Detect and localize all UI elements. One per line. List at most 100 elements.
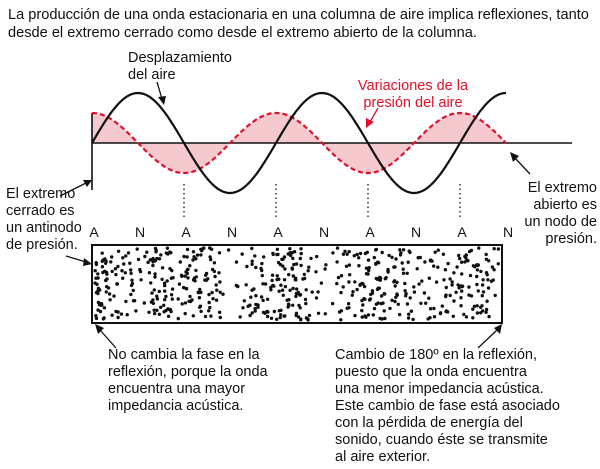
air-molecule xyxy=(153,272,157,276)
air-molecule xyxy=(124,299,128,304)
air-molecule xyxy=(154,250,158,254)
air-molecule xyxy=(241,306,245,310)
air-molecule xyxy=(192,276,197,280)
air-molecule xyxy=(390,298,394,302)
air-molecule xyxy=(218,315,222,320)
air-molecule xyxy=(206,277,210,281)
air-molecule xyxy=(185,247,190,252)
air-molecule xyxy=(424,301,428,305)
air-molecule xyxy=(403,281,407,286)
air-molecule xyxy=(185,255,189,259)
air-molecule xyxy=(283,284,288,289)
node-guides xyxy=(183,184,461,220)
air-molecule xyxy=(294,262,299,266)
air-molecule xyxy=(208,305,212,310)
air-molecule xyxy=(100,265,105,269)
open-end-label: El extremo abierto es un nodo de presión… xyxy=(524,180,597,247)
air-molecule xyxy=(109,260,113,264)
air-molecule xyxy=(244,283,248,287)
air-molecule xyxy=(110,255,114,259)
air-molecule xyxy=(191,250,196,254)
air-molecule xyxy=(357,256,361,260)
air-molecule xyxy=(355,287,359,292)
air-molecule xyxy=(107,292,112,296)
air-molecule xyxy=(151,301,156,306)
air-molecule xyxy=(382,309,386,313)
closed-end-label: El extremo cerrado es un antinodo de pre… xyxy=(6,186,82,253)
air-molecule xyxy=(485,299,489,303)
air-molecule xyxy=(486,286,491,290)
air-molecule xyxy=(357,264,361,268)
air-molecule xyxy=(299,318,303,322)
air-molecule xyxy=(367,266,371,270)
air-molecule xyxy=(330,301,335,306)
air-molecule xyxy=(344,264,349,268)
node-label: N xyxy=(134,224,146,240)
air-molecule xyxy=(115,282,120,286)
air-molecule xyxy=(204,273,208,277)
air-molecule xyxy=(210,267,215,272)
air-molecule xyxy=(132,299,137,303)
air-molecule xyxy=(479,311,483,315)
air-molecule xyxy=(277,289,281,293)
air-molecule xyxy=(448,277,452,281)
air-molecule xyxy=(370,289,375,293)
air-molecule xyxy=(157,289,161,294)
air-molecule xyxy=(208,255,212,259)
air-molecule xyxy=(96,289,100,293)
air-molecule xyxy=(104,290,109,294)
air-molecule xyxy=(444,285,448,290)
node-label: A xyxy=(181,224,191,240)
air-molecule xyxy=(441,252,446,256)
air-molecule xyxy=(316,290,320,294)
air-molecule xyxy=(407,249,411,253)
air-molecule xyxy=(294,291,299,296)
air-molecule xyxy=(319,281,324,285)
air-molecule xyxy=(211,297,215,301)
air-molecule xyxy=(455,265,459,269)
air-molecule xyxy=(282,278,287,282)
air-molecule xyxy=(195,253,200,257)
air-molecule xyxy=(272,309,277,314)
air-molecule xyxy=(409,309,414,313)
air-molecules xyxy=(93,246,501,322)
air-molecule xyxy=(355,252,359,257)
air-molecule xyxy=(366,258,371,262)
node-label: N xyxy=(318,224,330,240)
air-molecule xyxy=(291,286,295,291)
air-molecule xyxy=(279,283,283,287)
air-molecule xyxy=(335,281,339,286)
air-molecule xyxy=(492,247,496,251)
air-molecule xyxy=(163,283,167,288)
air-molecule xyxy=(446,310,450,314)
air-molecule xyxy=(299,263,303,268)
air-molecule xyxy=(162,310,166,314)
air-molecule xyxy=(183,274,187,278)
air-molecule xyxy=(199,309,203,314)
air-molecule xyxy=(371,313,375,317)
air-molecule xyxy=(422,291,427,295)
air-molecule xyxy=(177,282,182,286)
air-molecule xyxy=(458,256,462,261)
air-molecule xyxy=(363,314,367,318)
air-molecule xyxy=(286,302,291,306)
air-molecule xyxy=(454,290,458,294)
no-phase-change-label: No cambia la fase en la reflexión, porqu… xyxy=(108,347,268,414)
air-molecule xyxy=(394,295,398,299)
air-molecule xyxy=(412,290,417,294)
air-molecule xyxy=(116,310,120,314)
air-molecule xyxy=(291,256,295,261)
air-molecule xyxy=(294,278,298,282)
air-molecule xyxy=(218,280,222,284)
air-molecule xyxy=(130,281,135,286)
air-molecule xyxy=(288,288,292,292)
air-molecule xyxy=(476,263,480,268)
air-molecule xyxy=(448,293,452,298)
air-molecule xyxy=(221,292,225,296)
air-molecule xyxy=(276,260,281,265)
arrow-no-phase-change xyxy=(95,324,117,349)
air-molecule xyxy=(443,268,448,272)
air-molecule xyxy=(207,309,211,313)
air-molecule xyxy=(96,272,100,276)
air-molecule xyxy=(157,312,162,316)
